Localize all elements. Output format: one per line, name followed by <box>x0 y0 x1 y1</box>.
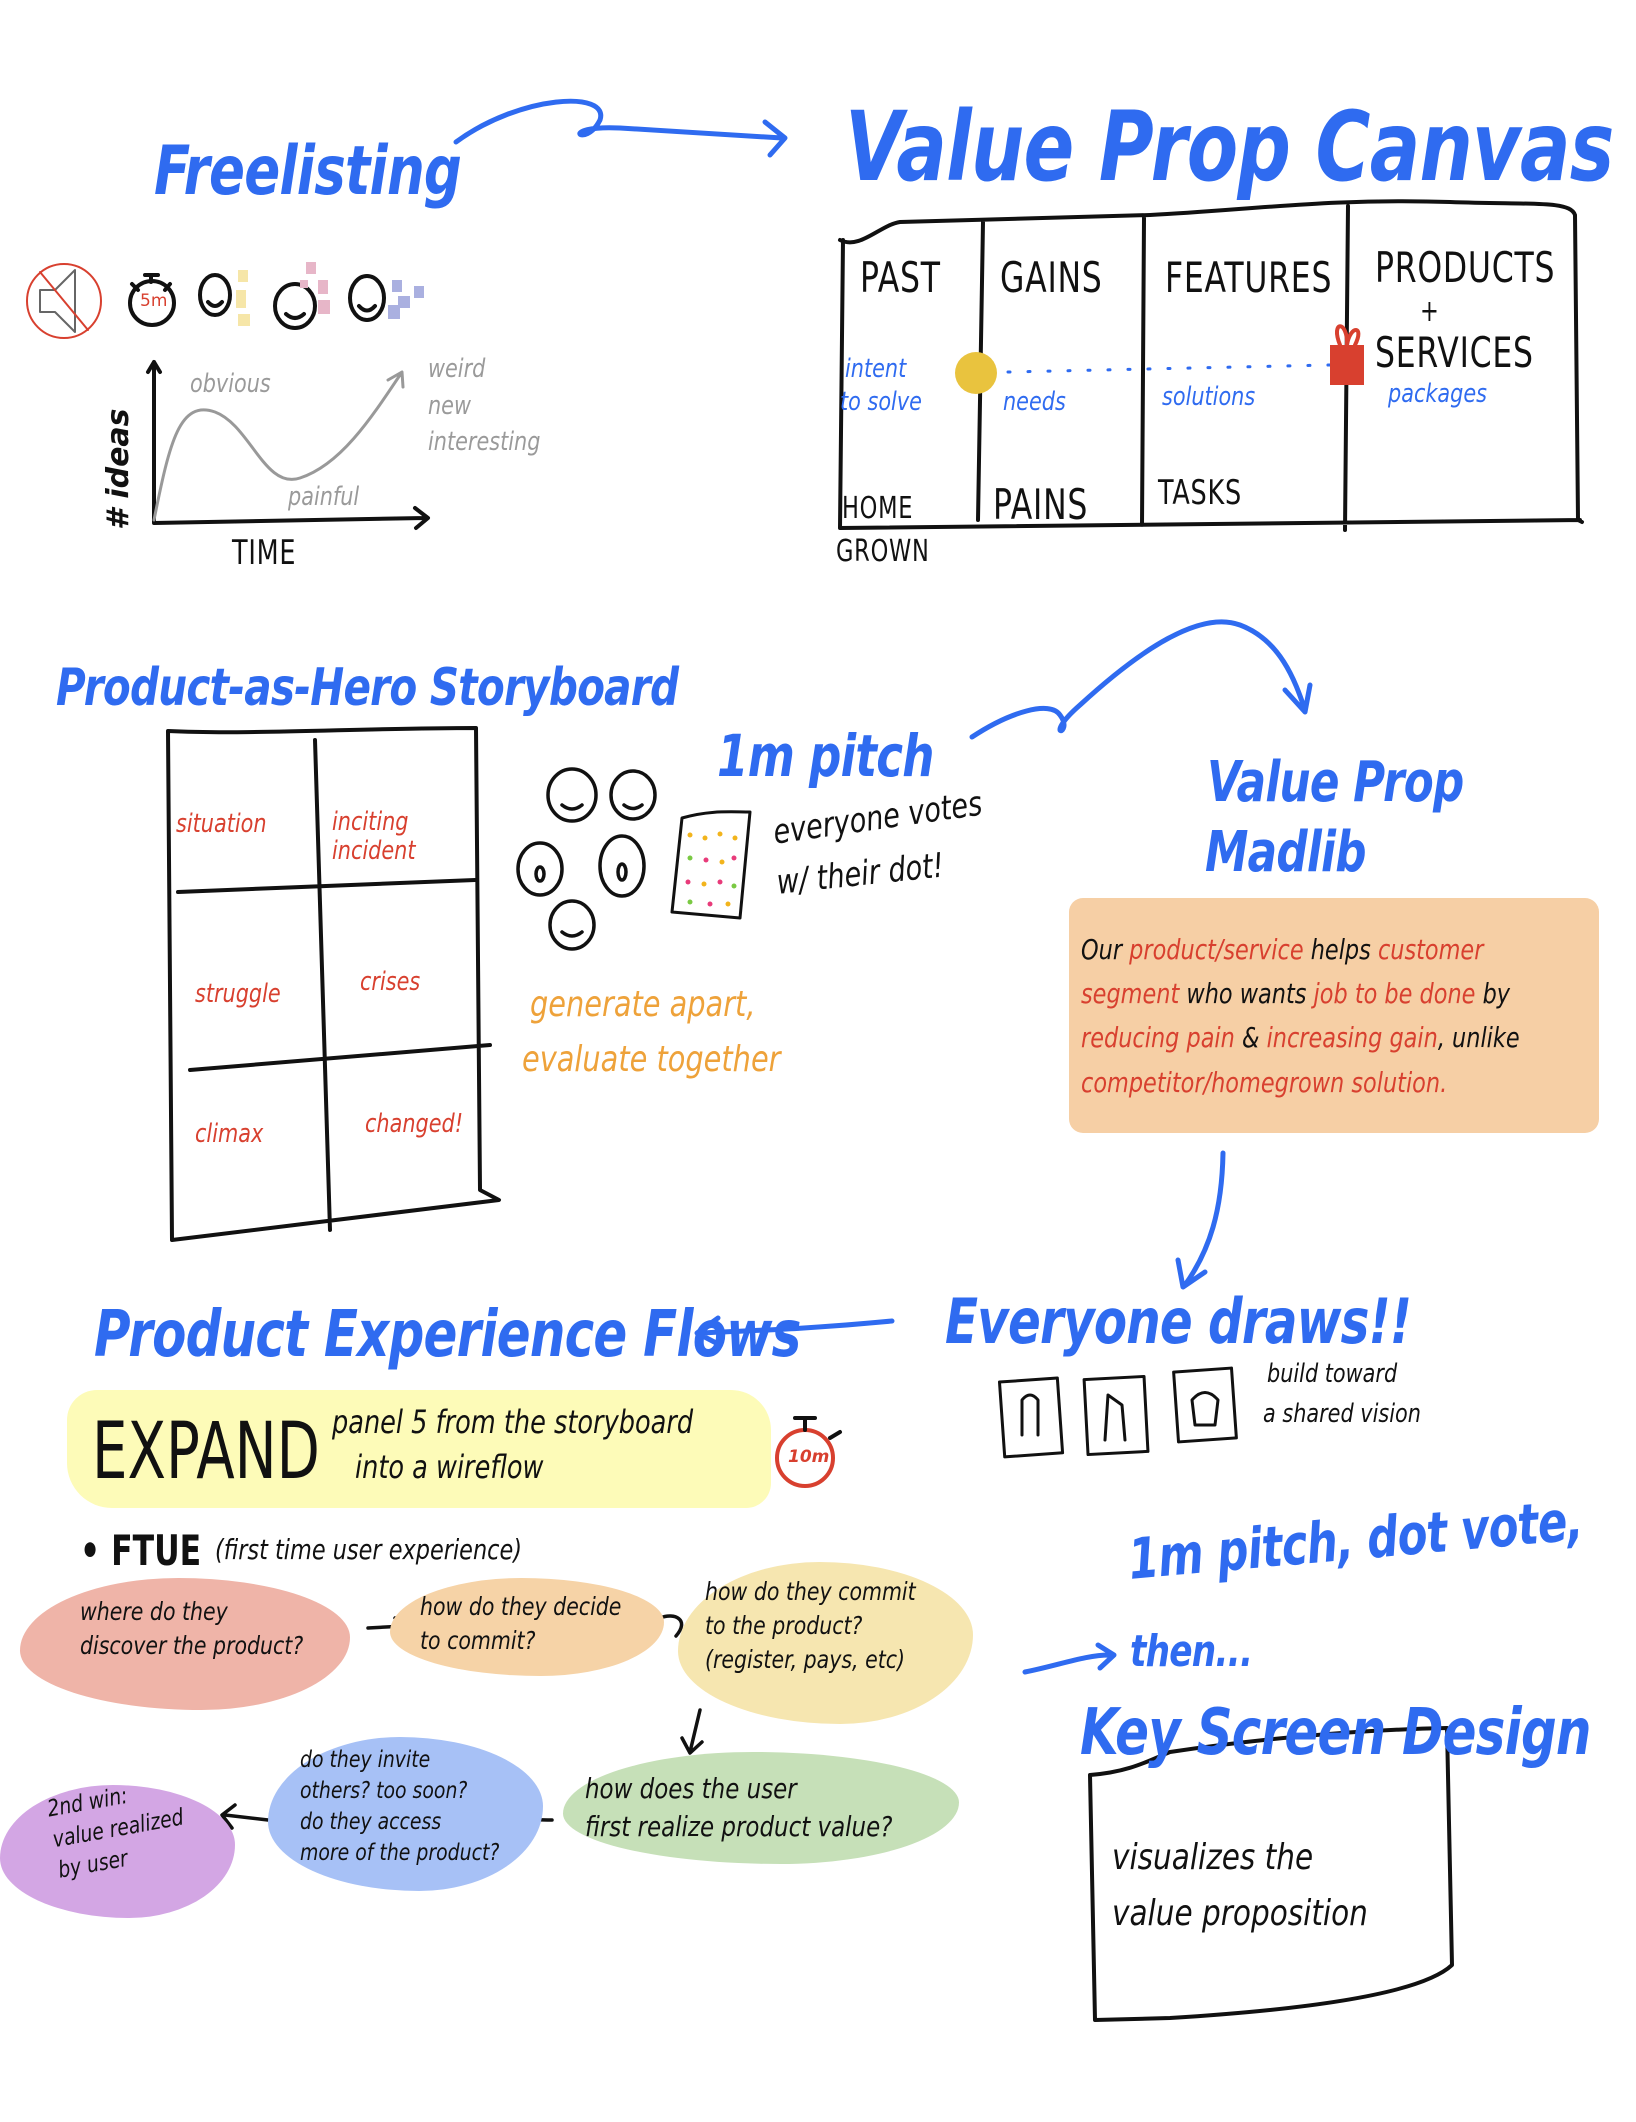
madlib-card: Our product/service helps customer segme… <box>1069 898 1599 1133</box>
freelisting-title: Freelisting <box>154 132 462 211</box>
madlib-segment: reducing pain <box>1081 1021 1235 1055</box>
storyboard-title: Product-as-Hero Storyboard <box>56 658 679 718</box>
arrow-madlib-to-draws <box>1175 1150 1226 1290</box>
smiley-faces <box>198 273 386 330</box>
canvas-solutions: solutions <box>1162 382 1256 412</box>
draws-note-line2: a shared vision <box>1263 1399 1421 1429</box>
madlib-segment: product/service <box>1129 933 1304 966</box>
timer-label: 5m <box>140 291 168 311</box>
expand-label: EXPAND <box>92 1407 320 1497</box>
flow-step-decide-text: how do they decide to commit? <box>420 1592 622 1655</box>
drawing-frames <box>997 1366 1238 1459</box>
expand-note-line2: into a wireflow <box>355 1448 544 1486</box>
key-screen-pre-line2: then... <box>1130 1626 1253 1677</box>
graph-ylabel: # ideas <box>101 408 136 530</box>
canvas-past: PAST <box>860 253 941 302</box>
madlib-title-line1: Value Prop <box>1207 750 1464 815</box>
storyboard-cell-struggle: struggle <box>195 979 281 1009</box>
flows-title: Product Experience Flows <box>94 1298 801 1372</box>
madlib-segment: who wants <box>1179 977 1314 1011</box>
graph-label-interesting: interesting <box>428 427 541 457</box>
madlib-title-line2: Madlib <box>1205 820 1367 885</box>
canvas-intent: intent <box>845 354 907 384</box>
ftue-note: (first time user experience) <box>215 1533 522 1566</box>
flow-step-commit <box>678 1562 973 1724</box>
canvas-grown: GROWN <box>836 534 930 569</box>
graph-axes <box>146 360 430 530</box>
canvas-packages: packages <box>1388 379 1488 409</box>
madlib-sentence: Our product/service helps customer segme… <box>1081 928 1577 1105</box>
madlib-segment: helps <box>1303 933 1378 966</box>
key-screen-box <box>1088 1726 1454 2022</box>
madlib-segment: competitor/homegrown <box>1081 1065 1345 1099</box>
graph-xlabel: TIME <box>232 533 297 573</box>
vote-dots <box>685 831 738 907</box>
flow-step-realize-value <box>563 1752 959 1864</box>
storyboard-cell-situation: situation <box>176 809 267 839</box>
no-sound-icon <box>26 263 102 339</box>
flow-step-discover <box>20 1578 350 1710</box>
canvas-features: FEATURES <box>1165 253 1333 302</box>
madlib-segment: increasing gain <box>1266 1021 1438 1055</box>
canvas-title: Value Prop Canvas <box>845 91 1614 203</box>
storyboard-cell-crises: crises <box>360 967 421 997</box>
madlib-segment: & <box>1234 1021 1267 1055</box>
canvas-plus: + <box>1420 294 1440 329</box>
canvas-products: PRODUCTS <box>1375 243 1556 292</box>
graph-label-painful: painful <box>288 482 360 512</box>
canvas-to-solve: to solve <box>840 387 922 417</box>
madlib-segment: job to be done <box>1313 977 1476 1011</box>
key-screen-title: Key Screen Design <box>1080 1696 1591 1770</box>
arrow-draws-to-flows <box>694 1315 895 1348</box>
generate-apart: generate apart, <box>530 984 756 1025</box>
evaluate-together: evaluate together <box>522 1039 781 1080</box>
storyboard-cell-inciting-incident: inciting incident <box>332 807 416 866</box>
draws-note-line1: build toward <box>1267 1359 1398 1389</box>
flow-step-commit-text: how do they commit to the product? (regi… <box>705 1577 916 1674</box>
canvas-needs: needs <box>1003 387 1066 417</box>
arrow-to-key-screen <box>1022 1642 1117 1675</box>
canvas-home: HOME <box>842 491 914 526</box>
flow-step-invite-text: do they invite others? too soon? do they… <box>300 1747 500 1867</box>
storyboard-cell-climax: climax <box>195 1119 264 1149</box>
madlib-segment: , unlike <box>1437 1021 1520 1055</box>
canvas-services: SERVICES <box>1375 328 1534 377</box>
flow-step-decide <box>390 1578 664 1676</box>
flow-step-second-win <box>0 1785 235 1918</box>
storyboard-grid <box>166 726 501 1242</box>
graph-curve <box>152 370 405 522</box>
voter-faces <box>516 767 657 951</box>
graph-label-weird: weird <box>428 354 486 384</box>
gift-icon <box>1330 345 1364 385</box>
madlib-segment: by <box>1475 977 1511 1011</box>
sticky-notes <box>236 262 424 326</box>
madlib-segment: customer segment <box>1081 933 1484 1011</box>
arrow-freelisting-to-canvas <box>453 98 788 158</box>
flow-step-realize-value-text: how does the user first realize product … <box>585 1772 893 1843</box>
graph-label-new: new <box>428 391 471 421</box>
flow-step-invite <box>268 1737 543 1891</box>
expand-highlight <box>67 1390 771 1508</box>
surprised-face-icon <box>955 352 997 394</box>
pitch-title: 1m pitch <box>717 722 934 790</box>
madlib-segment: solution. <box>1344 1065 1448 1099</box>
timer-10m-label: 10m <box>788 1447 830 1467</box>
canvas-gains: GAINS <box>1000 253 1103 302</box>
ftue-label: • FTUE <box>80 1526 202 1575</box>
expand-note-line1: panel 5 from the storyboard <box>332 1403 694 1441</box>
dot-vote-paper <box>670 810 752 920</box>
everyone-draws-title: Everyone draws!! <box>945 1285 1412 1358</box>
arrow-pitch-to-madlib <box>969 619 1313 740</box>
canvas-tasks: TASKS <box>1158 473 1242 513</box>
madlib-segment: Our <box>1081 933 1130 966</box>
canvas-pains: PAINS <box>993 480 1089 529</box>
storyboard-cell-changed: changed! <box>365 1109 464 1139</box>
key-screen-body: visualizes the value proposition <box>1112 1837 1368 1934</box>
graph-label-obvious: obvious <box>190 369 271 399</box>
flow-step-discover-text: where do they discover the product? <box>80 1597 304 1660</box>
